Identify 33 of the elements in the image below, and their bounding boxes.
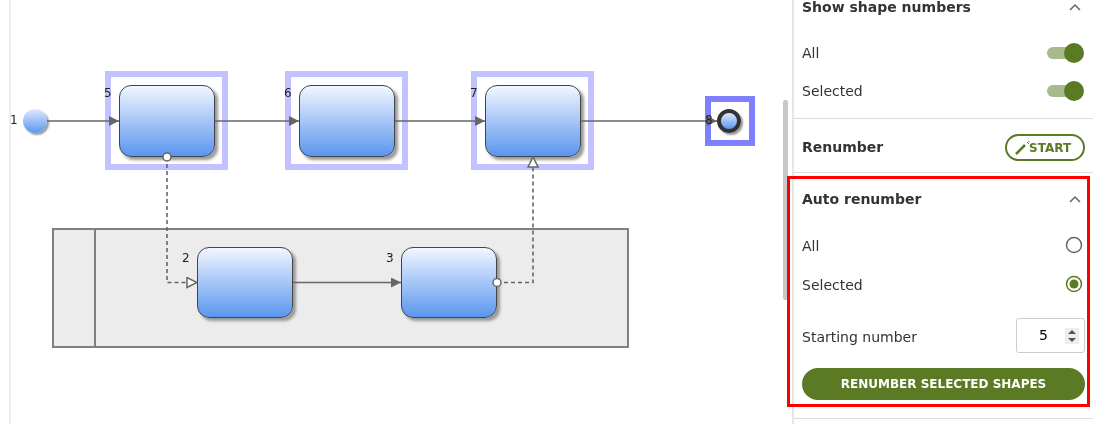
sequence-flow-arrow xyxy=(46,116,120,126)
shape-number: 2 xyxy=(182,252,190,264)
section-heading: Show shape numbers xyxy=(802,0,971,16)
end-event-circle xyxy=(717,109,741,133)
start-button: START xyxy=(1005,134,1085,161)
section-heading: Renumber xyxy=(802,138,884,156)
message-flow-arrow xyxy=(162,152,198,289)
shape-number: 3 xyxy=(386,252,394,264)
task-box xyxy=(197,247,293,318)
option-label: All xyxy=(802,237,820,255)
shape-number: 5 xyxy=(104,87,112,99)
sequence-flow-arrow xyxy=(292,277,402,288)
shape-number: 7 xyxy=(470,87,478,99)
shape-number: 6 xyxy=(284,87,292,99)
message-flow-arrow xyxy=(492,156,539,288)
shape-number: 8 xyxy=(705,114,713,126)
sequence-flow-arrow xyxy=(214,116,300,126)
sequence-flow-arrow xyxy=(580,116,718,126)
task-box xyxy=(401,247,497,318)
number-input: 5 xyxy=(1016,318,1085,353)
option-label: All xyxy=(802,44,820,62)
start-event-circle xyxy=(23,109,47,133)
section-heading: Auto renumber xyxy=(802,190,922,208)
pool xyxy=(52,228,629,348)
task-box xyxy=(119,85,215,157)
task-box xyxy=(485,85,581,157)
shape-number: 1 xyxy=(10,114,18,126)
option-label: Starting number xyxy=(802,328,917,346)
renumber-button: RENUMBER SELECTED SHAPES xyxy=(802,368,1085,400)
sequence-flow-arrow xyxy=(394,116,486,126)
task-box xyxy=(299,85,395,157)
option-label: Selected xyxy=(802,276,863,294)
option-label: Selected xyxy=(802,82,863,100)
